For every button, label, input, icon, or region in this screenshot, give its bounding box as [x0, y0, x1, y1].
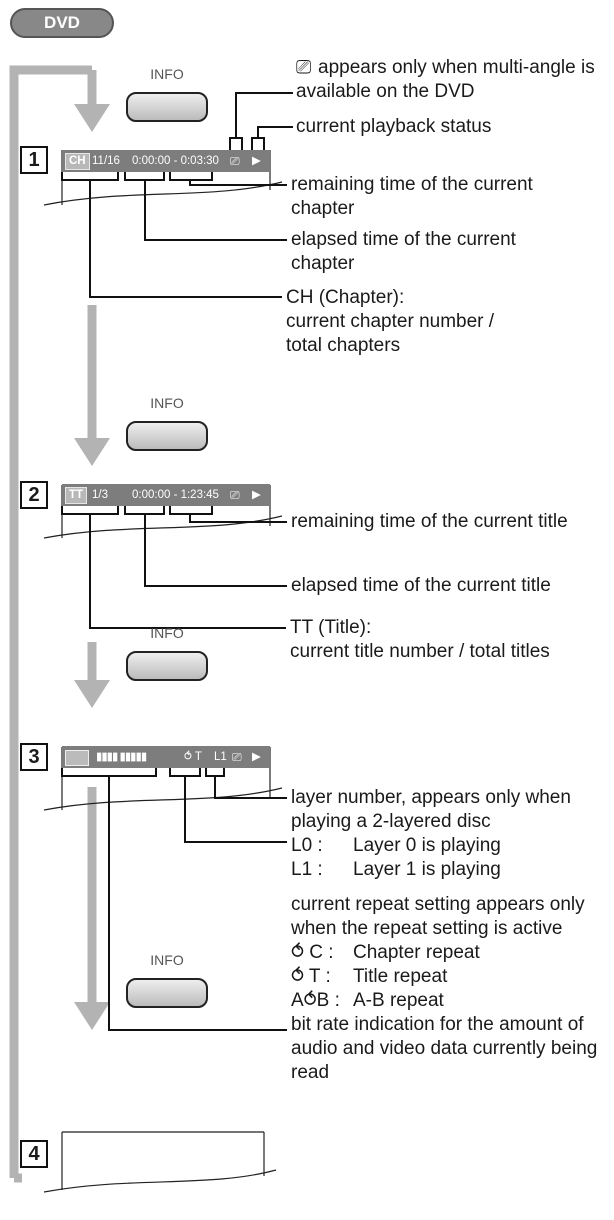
title-number: 1/3	[92, 489, 108, 501]
chapter-tag: CH	[65, 153, 90, 170]
repeat-indicator: ⥀ T	[184, 751, 202, 763]
step-3: 3	[20, 743, 48, 771]
loop-line	[9, 65, 92, 1178]
repeat-callout: current repeat setting appears only when…	[291, 894, 585, 939]
playback-status-callout: current playback status	[296, 116, 492, 137]
bitrate-meter-icon	[65, 750, 89, 766]
step-2: 2	[20, 481, 48, 509]
camera-angle-icon: ⎚	[232, 750, 242, 764]
bitrate-bars: ▮▮▮▮ ▮▮▮▮▮	[96, 751, 147, 763]
camera-angle-icon: ⎚	[230, 154, 240, 168]
repeat-chapter-item: ⥀ C :Chapter repeat	[291, 942, 480, 963]
osd-bar-bitrate: ▮▮▮▮ ▮▮▮▮▮ ⥀ T L1 ⎚ ▶	[62, 746, 270, 768]
info-button-2[interactable]	[126, 421, 208, 451]
layer-callout: layer number, appears only when playing …	[291, 787, 571, 832]
dvd-badge: DVD	[10, 8, 114, 38]
title-number-callout: TT (Title): current title number / total…	[290, 617, 550, 662]
playback-status-icon: ▶	[252, 489, 261, 501]
callout-leaders	[61, 92, 293, 1031]
layer-0-item: L0 :Layer 0 is playing	[291, 835, 501, 856]
info-button-4[interactable]	[126, 978, 208, 1008]
info-button-1[interactable]	[126, 92, 208, 122]
info-label-1: INFO	[150, 66, 184, 82]
playback-status-icon: ▶	[252, 155, 261, 167]
repeat-ab-item: A⥀B :A-B repeat	[291, 990, 444, 1011]
chapter-time: 0:00:00 - 0:03:30	[132, 155, 219, 167]
camera-angle-icon: ⎚	[296, 57, 312, 78]
playback-status-icon: ▶	[252, 751, 261, 763]
info-label-2: INFO	[150, 395, 184, 411]
camera-angle-icon: ⎚	[230, 488, 240, 502]
step-4: 4	[20, 1140, 48, 1168]
chapter-remaining-callout: remaining time of the current chapter	[291, 174, 533, 219]
bitrate-callout: bit rate indication for the amount of au…	[291, 1014, 598, 1083]
chapter-number: 11/16	[92, 155, 120, 167]
multi-angle-callout: ⎚appears only when multi-angle is availa…	[296, 57, 595, 102]
info-label-3: INFO	[150, 625, 184, 641]
chapter-number-callout: CH (Chapter): current chapter number / t…	[286, 287, 495, 356]
down-arrows	[74, 70, 110, 1030]
step-1: 1	[20, 146, 48, 174]
repeat-title-item: ⥀ T :Title repeat	[291, 966, 448, 987]
title-elapsed-callout: elapsed time of the current title	[291, 575, 551, 596]
layer-indicator: L1	[214, 751, 227, 763]
info-label-4: INFO	[150, 952, 184, 968]
osd-bar-chapter: CH 11/16 0:00:00 - 0:03:30 ⎚ ▶	[62, 150, 270, 172]
chapter-elapsed-callout: elapsed time of the current chapter	[291, 229, 516, 274]
osd-bar-title: TT 1/3 0:00:00 - 1:23:45 ⎚ ▶	[62, 484, 270, 506]
layer-1-item: L1 :Layer 1 is playing	[291, 859, 501, 880]
title-remaining-callout: remaining time of the current title	[291, 511, 568, 532]
title-tag: TT	[65, 487, 88, 504]
title-time: 0:00:00 - 1:23:45	[132, 489, 219, 501]
info-button-3[interactable]	[126, 651, 208, 681]
